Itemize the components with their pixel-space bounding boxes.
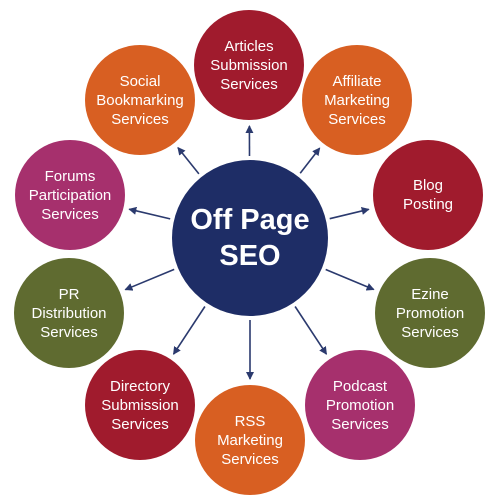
connector-arrow-podcast [294, 306, 328, 355]
articles-submission-node: Articles Submission Services [194, 10, 304, 120]
blog-posting-label: Blog Posting [402, 177, 454, 213]
blog-posting-node: Blog Posting [373, 140, 483, 250]
affiliate-marketing-node: Affiliate Marketing Services [302, 45, 412, 155]
connector-arrow-directory [172, 306, 206, 355]
social-bookmarking-node: Social Bookmarking Services [85, 45, 195, 155]
connector-arrow-pr [124, 268, 175, 291]
rss-marketing-node: RSS Marketing Services [195, 385, 305, 495]
off-page-seo-title: Off Page SEO [190, 204, 310, 272]
off-page-seo-center-node: Off Page SEO [172, 160, 328, 316]
ezine-promotion-node: Ezine Promotion Services [375, 258, 485, 368]
connector-arrow-affiliate [299, 147, 321, 174]
pr-distribution-label: PR Distribution Services [31, 285, 107, 341]
articles-submission-label: Articles Submission Services [210, 37, 288, 93]
forums-participation-node: Forums Participation Services [15, 140, 125, 250]
rss-marketing-label: RSS Marketing Services [217, 412, 283, 468]
social-bookmarking-label: Social Bookmarking Services [96, 72, 184, 128]
pr-distribution-node: PR Distribution Services [14, 258, 124, 368]
directory-submission-label: Directory Submission Services [101, 377, 179, 433]
podcast-promotion-label: Podcast Promotion Services [325, 377, 395, 433]
forums-participation-label: Forums Participation Services [28, 167, 112, 223]
connector-arrow-forums [128, 206, 171, 220]
ezine-promotion-label: Ezine Promotion Services [395, 285, 465, 341]
connector-arrow-blog [329, 207, 370, 220]
connector-arrow-social [177, 146, 200, 175]
directory-submission-node: Directory Submission Services [85, 350, 195, 460]
podcast-promotion-node: Podcast Promotion Services [305, 350, 415, 460]
connector-arrow-ezine [325, 268, 375, 291]
affiliate-marketing-label: Affiliate Marketing Services [324, 72, 390, 128]
